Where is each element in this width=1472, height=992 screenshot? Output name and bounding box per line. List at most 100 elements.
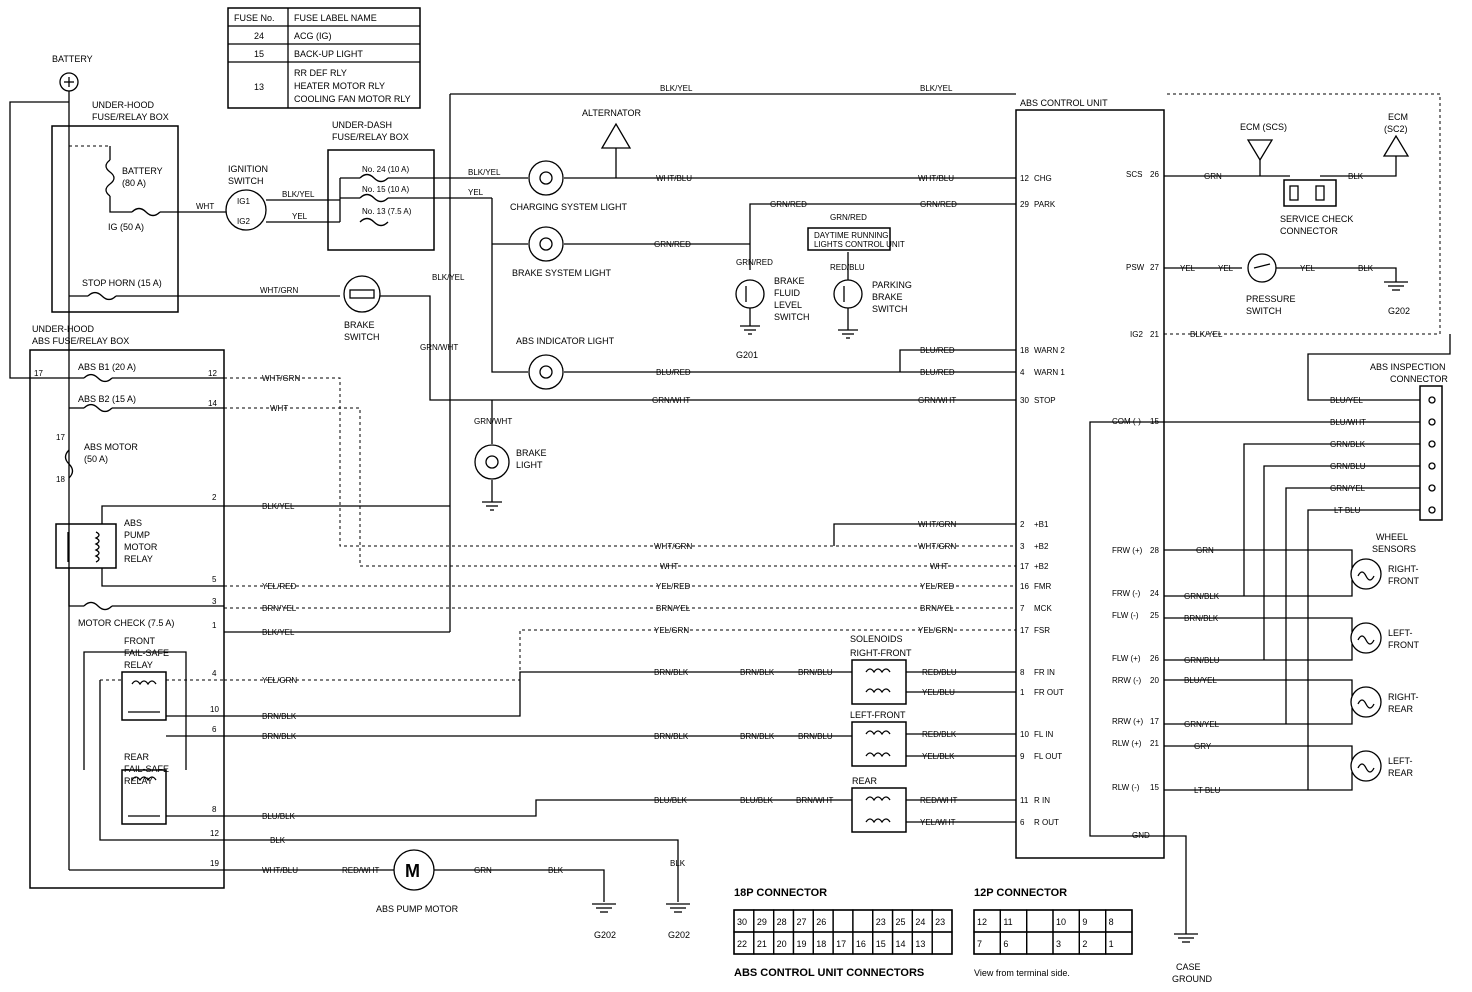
pin-name: R IN (1034, 796, 1050, 805)
connector-pin-label: 12 (977, 917, 987, 927)
unit-label: LIGHTS CONTROL UNIT (814, 240, 905, 249)
fuse-table-header-name: FUSE LABEL NAME (294, 13, 377, 23)
wire-label: BRN/BLU (798, 668, 833, 677)
connector-cell (931, 931, 953, 955)
fuse-name: COOLING FAN MOTOR RLY (294, 94, 411, 104)
wire-label: YEL (1180, 264, 1196, 273)
solenoids: SOLENOIDS RIGHT-FRONT LEFT-FRONT REAR (850, 634, 912, 833)
svg-text:1: 1 (212, 621, 217, 630)
connector-pin-label: 15 (876, 939, 886, 949)
switch-label: SWITCH (228, 176, 264, 186)
wire-label: YEL (468, 188, 484, 197)
svg-text:14: 14 (208, 399, 217, 408)
wire-label: BRN/BLU (798, 732, 833, 741)
box-label: ABS FUSE/RELAY BOX (32, 336, 129, 346)
wire-label: GRN (474, 866, 492, 875)
wire-label: YEL/BLU (922, 688, 955, 697)
alternator-label: ALTERNATOR (582, 108, 642, 118)
switch-label: BRAKE (774, 276, 805, 286)
wire-label: BLK/YEL (468, 168, 501, 177)
wire-label: WHT/GRN (918, 542, 956, 551)
light-label: BRAKE SYSTEM LIGHT (512, 268, 612, 278)
pin-no: 21 (1150, 739, 1159, 748)
wire-label: RED/BLU (922, 668, 957, 677)
switch-label: SWITCH (872, 304, 908, 314)
wire-label: BRN/YEL (262, 604, 297, 613)
fuse-name: HEATER MOTOR RLY (294, 81, 385, 91)
wire-label: BLK/YEL (262, 502, 295, 511)
pin-name: RLW (-) (1112, 783, 1140, 792)
wire-label: BLK/YEL (282, 190, 315, 199)
wire-label: BLU/WHT (1330, 418, 1366, 427)
relay-label: FRONT (124, 636, 155, 646)
wire-label: BLK (670, 859, 686, 868)
sensor-label: LEFT- (1388, 756, 1413, 766)
wire-label: RED/WHT (920, 796, 957, 805)
pin-name: +B2 (1034, 562, 1049, 571)
pin-no: 9 (1020, 752, 1025, 761)
wire-label: BLK (270, 836, 286, 845)
relay-label: PUMP (124, 530, 150, 540)
pin-no: 26 (1150, 654, 1159, 663)
connector-pin-label: 18 (816, 939, 826, 949)
ecm-label: ECM (1388, 112, 1408, 122)
svg-text:17: 17 (34, 369, 43, 378)
wire-label: GRN/RED (830, 213, 867, 222)
wire-label: YEL/GRN (918, 626, 953, 635)
fuse-label: No. 13 (7.5 A) (362, 207, 412, 216)
pin-name: FL IN (1034, 730, 1053, 739)
fuse-icon (359, 193, 389, 203)
wire-label: GRN/BLK (1184, 592, 1220, 601)
fuse-label: STOP HORN (15 A) (82, 278, 162, 288)
pin-no: 3 (1020, 542, 1025, 551)
connector-caption: View from terminal side. (974, 968, 1070, 978)
pin-name: FRW (+) (1112, 546, 1143, 555)
fuse-table-header-no: FUSE No. (234, 13, 275, 23)
connector-pin-label: 1 (1109, 939, 1114, 949)
fuse-label: BATTERY (122, 166, 163, 176)
wire-label: YEL (1300, 264, 1316, 273)
fuse-icon (359, 217, 389, 227)
wire-label: BLK/YEL (1190, 330, 1223, 339)
ignition-switch: IGNITION SWITCH IG1 IG2 (225, 164, 268, 231)
wire-label: BRN/BLK (740, 732, 775, 741)
fuse-no: 15 (254, 49, 264, 59)
wire-label: WHT/BLU (262, 866, 298, 875)
battery: BATTERY (52, 54, 93, 102)
svg-text:18: 18 (56, 475, 65, 484)
ecm-scs: ECM (SCS) (1240, 122, 1287, 176)
solenoid-rf (851, 659, 907, 705)
sensor-label: REAR (1388, 704, 1414, 714)
pressure-switch: PRESSURE SWITCH (1246, 253, 1296, 316)
solenoid-label: SOLENOIDS (850, 634, 903, 644)
pin-no: 17 (1020, 562, 1029, 571)
relay-label: MOTOR (124, 542, 158, 552)
pin-no: 30 (1020, 396, 1029, 405)
pin-no: 7 (1020, 604, 1025, 613)
switch-label: BRAKE (344, 320, 375, 330)
pin-no: 18 (1020, 346, 1029, 355)
pin-no: 6 (1020, 818, 1025, 827)
box-label: UNDER-HOOD (92, 100, 154, 110)
pin-no: 24 (1150, 589, 1159, 598)
wire-label: YEL/WHT (920, 818, 956, 827)
fuse-no: 13 (254, 82, 264, 92)
relay-label: ABS (124, 518, 142, 528)
wire-label: YEL/GRN (654, 626, 689, 635)
svg-text:19: 19 (210, 859, 219, 868)
svg-text:17: 17 (56, 433, 65, 442)
pin-no: 27 (1150, 263, 1159, 272)
pin-no: 25 (1150, 611, 1159, 620)
fuse-icon (359, 173, 389, 183)
wire-label: BLK (548, 866, 564, 875)
wire-label: GRN/RED (654, 240, 691, 249)
wire-label: BRN/BLK (1184, 614, 1219, 623)
pin-no: 1 (1020, 688, 1025, 697)
brake-switch: BRAKE SWITCH (343, 275, 381, 342)
fuse-label: ABS MOTOR (84, 442, 138, 452)
sensor-label: RIGHT- (1388, 564, 1419, 574)
ground-label: G202 (668, 930, 690, 940)
wire-label: YEL/RED (920, 582, 954, 591)
